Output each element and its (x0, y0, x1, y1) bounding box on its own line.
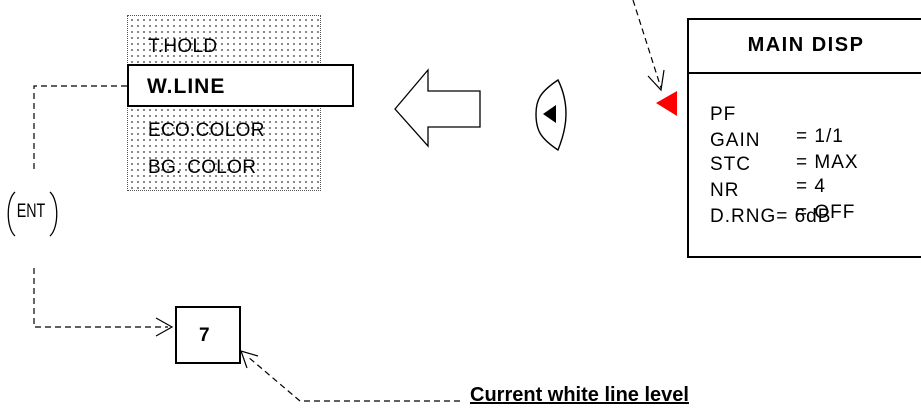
main-display-box: MAIN DISP PF = 1/1 GAIN = MAX STC = 4 NR… (687, 18, 921, 258)
main-display-divider (689, 72, 921, 74)
left-hollow-arrow-icon (394, 68, 481, 148)
param-value: = MAX (796, 152, 859, 173)
white-line-level-box: 7 (175, 306, 241, 364)
ent-key-label: ENT (16, 201, 46, 222)
param-row-d-rng: D.RNG= 6dB (710, 206, 832, 227)
param-name: NR (710, 180, 740, 201)
dashed-connector-ent-to-value (33, 268, 168, 328)
caption-current-white-line-level: Current white line level (470, 384, 689, 406)
red-triangle-icon (656, 91, 677, 116)
arrowhead-to-value-box (155, 317, 174, 337)
param-name: STC (710, 154, 751, 175)
param-name: PF (710, 104, 737, 125)
param-row-nr: NR = OFF (710, 158, 854, 246)
menu-item-eco-color[interactable]: ECO.COLOR (148, 120, 265, 141)
ent-key-outline (7, 191, 58, 237)
menu-item-bg-color[interactable]: BG. COLOR (148, 157, 257, 178)
main-display-title: MAIN DISP (747, 34, 865, 56)
param-row-gain: GAIN = MAX (710, 108, 858, 196)
left-key-icon (535, 78, 567, 152)
param-row-stc: STC = 4 (710, 132, 825, 220)
menu-item-w-line-selected[interactable]: W.LINE (127, 64, 354, 107)
menu-item-t-hold[interactable]: T.HOLD (148, 36, 218, 57)
arrowhead-to-value-corner (240, 350, 259, 369)
arrowhead-to-marker (647, 69, 665, 92)
menu-item-w-line-label: W.LINE (147, 75, 226, 98)
param-value: = OFF (796, 202, 856, 223)
dashed-connector-wline-to-ent (33, 85, 127, 172)
param-name: GAIN (710, 130, 761, 151)
dashed-pointer-to-marker (632, 0, 662, 89)
param-value: = 4 (796, 176, 826, 197)
white-line-level-value: 7 (199, 325, 210, 346)
param-value: = 1/1 (796, 126, 844, 147)
param-row-pf: PF = 1/1 (710, 82, 843, 170)
dashed-pointer-caption-to-value (246, 355, 460, 402)
